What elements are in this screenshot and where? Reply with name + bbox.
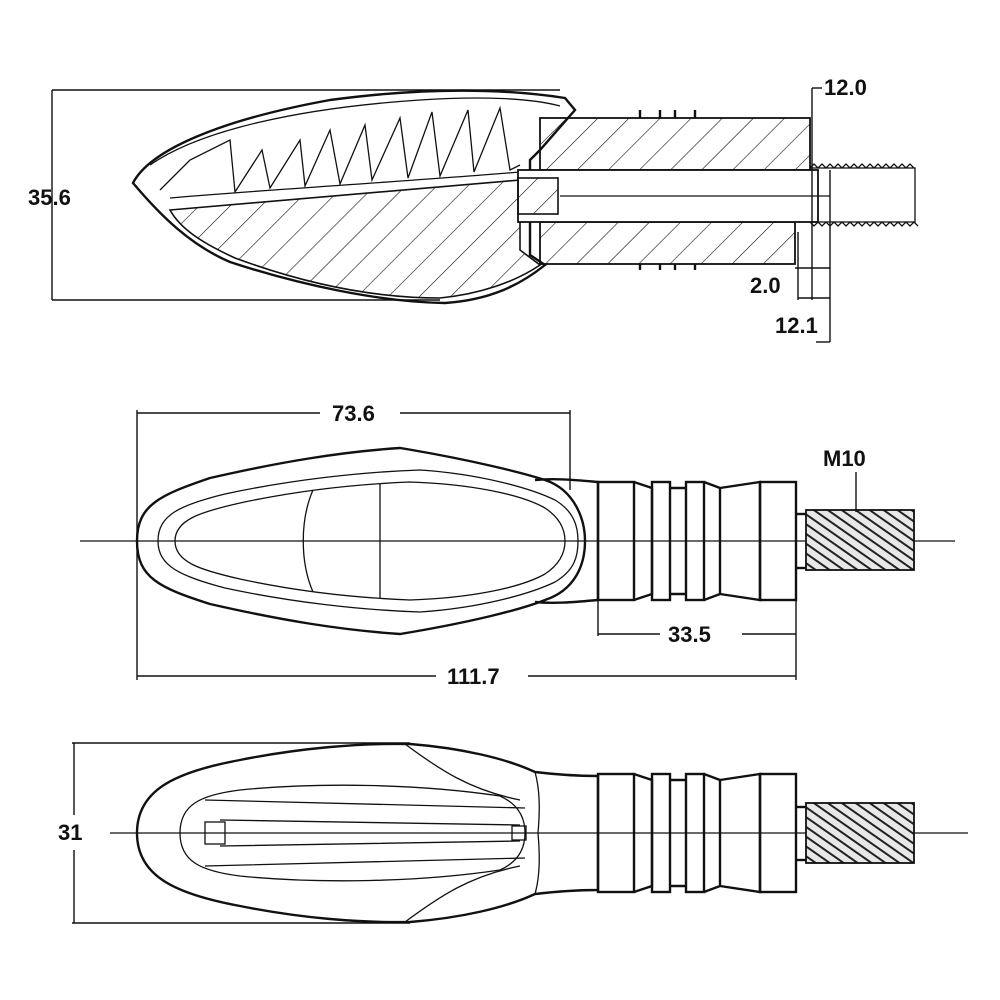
bottom-lens-rib-2 [219,819,521,847]
section-lens-ridges [159,105,521,194]
dim-lens-length-label: 73.6 [332,401,375,426]
bottom-lens-clip-2 [511,825,527,841]
dim-stem-label: 33.5 [668,622,711,647]
bottom-stem-base [758,772,798,894]
bottom-stem-collar [596,772,636,894]
front-stem-collar [596,480,636,602]
section-lens-top [149,97,561,166]
section-hub-grooves [638,110,697,270]
front-stem-base [758,480,798,602]
dim-thread-length-label: 12.0 [824,75,867,100]
bottom-stem-ring-2 [684,772,706,894]
front-lens [174,481,566,601]
dim-height-label: 35.6 [28,185,71,210]
dim-width-label: 31 [58,820,82,845]
section-lens-inner [169,171,521,199]
bottom-lens-clip-1 [204,821,226,845]
section-nut [517,177,559,215]
front-lens-line-1 [302,489,314,593]
dim-dia-label: 12.1 [775,313,818,338]
bottom-lens-rib-1 [204,799,526,867]
section-lower-wall [168,179,542,299]
front-view: 73.6 M10 33.5 111.7 [80,401,955,689]
front-housing-outer [135,446,587,636]
bottom-housing-inner [179,784,526,882]
dim-overall-label: 111.7 [447,664,500,689]
front-housing-inner [157,469,579,613]
bottom-view: 31 [58,742,968,924]
front-stem-taper [633,480,762,602]
section-thread [809,163,919,227]
front-thread [805,509,915,571]
dim-wall-label: 2.0 [750,273,781,298]
bottom-stem-taper [633,772,762,894]
bottom-flank [404,743,540,923]
dim-m10-label: M10 [823,446,866,471]
bottom-thread [805,802,915,864]
section-shell [131,89,577,305]
front-stem-ring-2 [684,480,706,602]
section-hub-bottom [539,221,796,265]
section-view: 35.6 12.0 2.0 12.1 [28,75,919,343]
section-hub-top [539,117,811,171]
